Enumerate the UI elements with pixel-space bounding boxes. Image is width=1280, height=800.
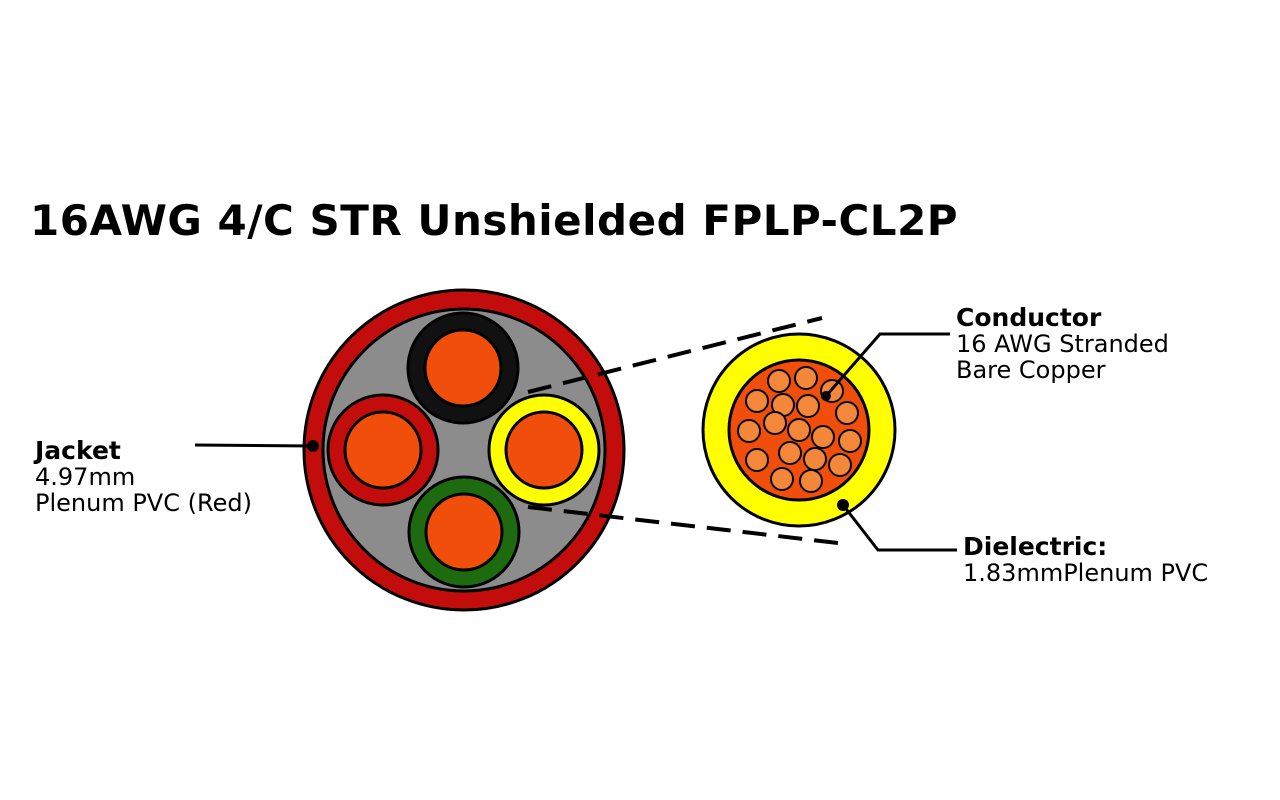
conductor-gauge: 16 AWG Stranded (956, 330, 1169, 358)
conductor-material: Bare Copper (956, 356, 1106, 384)
cable-cross-section (302, 288, 626, 612)
copper-strands (737, 366, 862, 493)
conductor-heading: Conductor (956, 303, 1102, 332)
zoom-lines (527, 316, 839, 545)
conductor-label: Conductor 16 AWG Stranded Bare Copper (956, 303, 1169, 384)
conductor-black (406, 311, 520, 425)
jacket-heading: Jacket (35, 436, 121, 465)
conductor-green (407, 475, 521, 589)
dielectric-label: Dielectric: 1.83mmPlenum PVC (963, 532, 1209, 587)
dielectric-spec: 1.83mmPlenum PVC (963, 559, 1209, 587)
dielectric-heading: Dielectric: (963, 532, 1108, 561)
diagram-title: 16AWG 4/C STR Unshielded FPLP-CL2P (30, 196, 959, 245)
conductor-detail (701, 332, 897, 528)
jacket-label: Jacket 4.97mm Plenum PVC (Red) (35, 436, 252, 517)
filler (321, 307, 607, 593)
leader-jacket (194, 440, 319, 452)
leader-conductor (821, 332, 950, 401)
jacket-thickness: 4.97mm (35, 463, 136, 491)
conductor-red (326, 393, 440, 507)
leader-dielectric (837, 499, 957, 552)
conductor-yellow (487, 393, 601, 507)
jacket-material: Plenum PVC (Red) (35, 489, 252, 517)
